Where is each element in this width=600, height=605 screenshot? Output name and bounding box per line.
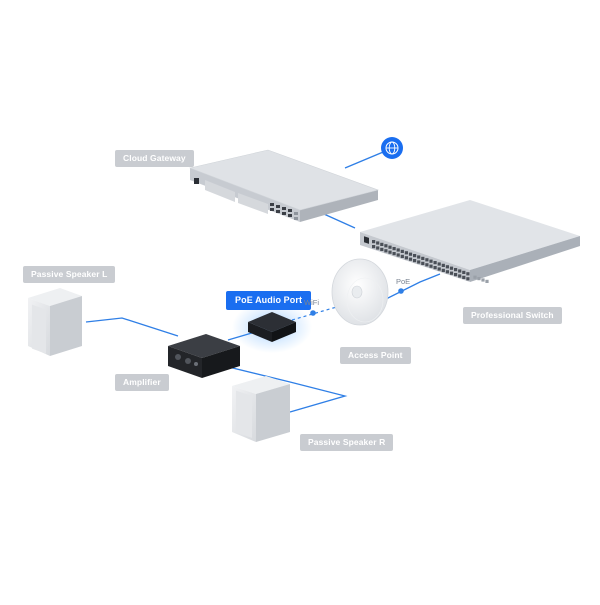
switch-port xyxy=(376,241,380,245)
switch-port xyxy=(372,245,376,249)
passive-speaker-left-device xyxy=(28,288,82,356)
switch-port xyxy=(396,253,400,257)
switch-port xyxy=(449,271,454,275)
switch-port xyxy=(466,277,470,281)
switch-port xyxy=(392,252,396,256)
link-speaker-l-amplifier xyxy=(85,317,179,337)
switch-port xyxy=(462,270,466,274)
switch-port xyxy=(384,249,388,253)
poe-node-dot xyxy=(398,288,404,294)
professional-switch-device xyxy=(360,200,580,283)
switch-port xyxy=(380,242,384,246)
switch-port xyxy=(404,251,408,255)
access-point-device xyxy=(331,258,389,326)
wifi-node-dot xyxy=(310,310,316,316)
switch-port xyxy=(437,262,441,266)
switch-port xyxy=(441,268,445,272)
switch-port xyxy=(408,252,413,256)
switch-sfp-port xyxy=(473,275,477,279)
switch-port xyxy=(458,269,462,273)
switch-port xyxy=(466,272,470,276)
switch-port xyxy=(429,259,433,263)
switch-port xyxy=(408,257,413,261)
switch-sfp-port xyxy=(485,279,489,283)
switch-port xyxy=(433,266,437,270)
poe-audio-port-device xyxy=(248,312,296,342)
link-gateway-internet xyxy=(344,149,389,169)
switch-port xyxy=(425,263,429,267)
switch-port xyxy=(388,245,392,249)
switch-port xyxy=(380,247,384,251)
switch-port xyxy=(454,268,458,272)
switch-port xyxy=(425,258,429,262)
switch-port xyxy=(396,248,400,252)
wifi-link-label: WiFi xyxy=(304,298,319,307)
link-amplifier-speaker-r xyxy=(207,361,348,413)
switch-port xyxy=(433,261,437,265)
switch-port xyxy=(421,261,425,265)
switch-port xyxy=(449,266,454,270)
switch-port xyxy=(376,246,380,250)
switch-port xyxy=(458,274,462,278)
switch-sfp-port xyxy=(481,278,485,282)
switch-port xyxy=(441,263,445,267)
switch-port xyxy=(454,273,458,277)
poe-link-label: PoE xyxy=(396,277,411,286)
cloud-gateway-device xyxy=(188,149,380,222)
amplifier-device xyxy=(168,334,240,378)
amplifier-label: Amplifier xyxy=(115,374,169,391)
switch-port xyxy=(384,244,388,248)
switch-port xyxy=(413,259,417,263)
switch-port xyxy=(437,267,441,271)
switch-port xyxy=(400,249,404,253)
poe-audio-port-label: PoE Audio Port xyxy=(226,291,312,310)
switch-port xyxy=(429,264,433,268)
professional-switch-label: Professional Switch xyxy=(463,307,562,324)
passive-speaker-right-label: Passive Speaker R xyxy=(300,434,394,451)
globe-icon xyxy=(381,137,403,159)
passive-speaker-left-label: Passive Speaker L xyxy=(23,266,116,283)
switch-ports xyxy=(372,240,489,283)
cloud-gateway-label: Cloud Gateway xyxy=(115,150,194,167)
switch-port xyxy=(417,255,421,259)
link-switch-ap xyxy=(379,273,441,303)
switch-port xyxy=(417,260,421,264)
switch-port xyxy=(388,250,392,254)
switch-port xyxy=(445,270,449,274)
switch-port xyxy=(400,254,404,258)
switch-port xyxy=(445,265,449,269)
switch-port xyxy=(462,275,466,279)
switch-sfp-port xyxy=(477,277,481,281)
access-point-label: Access Point xyxy=(340,347,411,364)
switch-port xyxy=(392,247,396,251)
switch-port xyxy=(413,254,417,258)
switch-port xyxy=(372,240,376,244)
switch-port xyxy=(421,256,425,260)
passive-speaker-right-device xyxy=(232,376,290,442)
switch-port xyxy=(404,256,408,260)
